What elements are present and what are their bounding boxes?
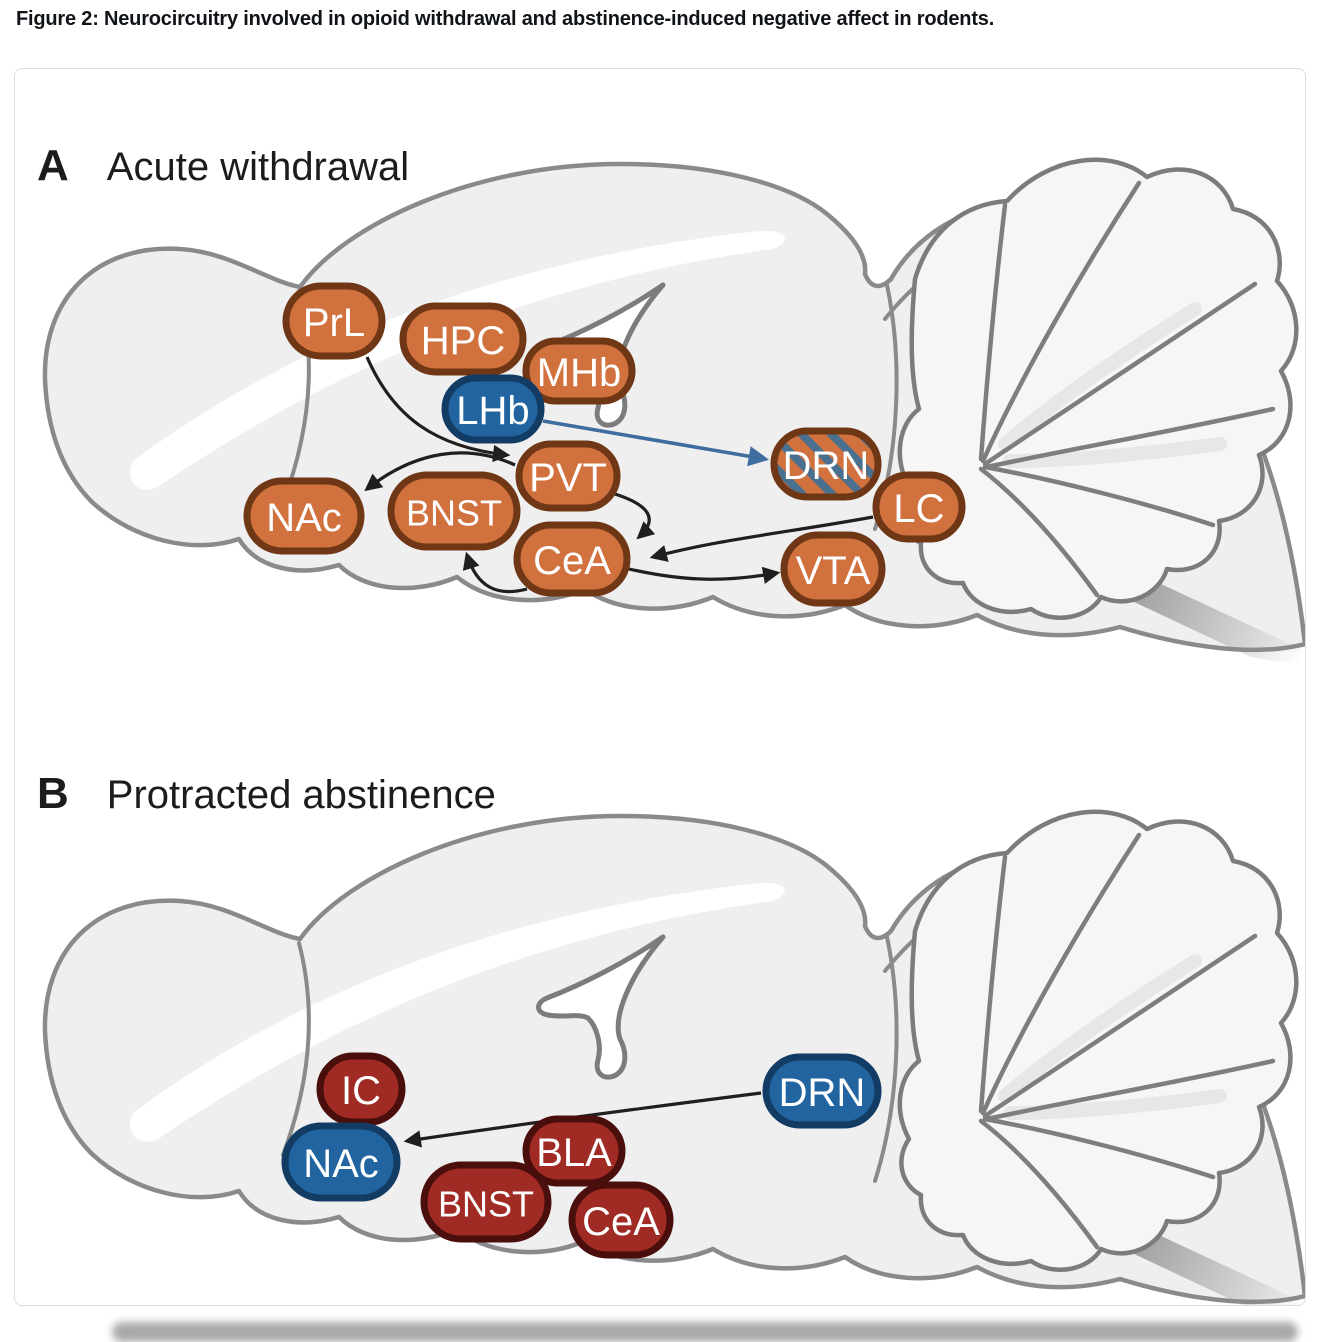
node-pill-drn-b: DRN (762, 1053, 882, 1129)
node-label-lhb: LHb (456, 389, 529, 433)
figure-caption: Figure 2: Neurocircuitry involved in opi… (16, 8, 995, 30)
node-label-bla: BLA (536, 1131, 612, 1175)
node-pill-cea-a: CeA (513, 521, 631, 597)
panel-a-letter: A (37, 141, 69, 190)
arrow-prl-pvt (365, 356, 511, 463)
node-pill-bnst-a: BNST (387, 471, 521, 551)
brain-illustration-b (45, 812, 1305, 1306)
panel-b-nodes: IC BLA BNST CeA NAc DRN (281, 1052, 882, 1259)
panel-b-title: Protracted abstinence (106, 773, 496, 817)
node-pill-mhb: MHb (522, 337, 636, 405)
node-label-cea-b: CeA (582, 1200, 660, 1244)
panel-a-header: A Acute withdrawal (37, 141, 409, 191)
node-label-drn-a: DRN (783, 444, 870, 488)
node-label-hpc: HPC (421, 319, 505, 363)
arrow-lhb-drn (542, 419, 770, 467)
node-label-cea-a: CeA (533, 539, 611, 583)
node-pill-cea-b: CeA (568, 1181, 674, 1259)
panel-a-title: Acute withdrawal (106, 145, 410, 189)
arrow-cea-vta (628, 566, 781, 584)
node-pill-bnst-b: BNST (420, 1161, 552, 1243)
node-label-drn-b: DRN (779, 1071, 866, 1115)
node-label-vta: VTA (796, 549, 871, 593)
arrow-pvt-cea (614, 492, 656, 540)
node-pill-ic: IC (316, 1052, 406, 1126)
node-pill-pvt: PVT (515, 440, 621, 512)
node-pill-bla: BLA (522, 1115, 626, 1187)
panel-b-letter: B (37, 769, 69, 818)
node-pill-nac-a: NAc (243, 477, 365, 555)
figure-panel: A Acute withdrawal (14, 68, 1306, 1306)
panel-a-brain-diagram: PrL HPC MHb LHb PVT NAc (15, 69, 1305, 729)
panel-b-header: B Protracted abstinence (37, 769, 496, 819)
node-pill-hpc: HPC (399, 302, 527, 376)
node-label-prl: PrL (303, 301, 365, 345)
brain-illustration-a (45, 160, 1305, 665)
node-pill-drn-a: DRN (770, 427, 882, 501)
node-label-bnst-b: BNST (438, 1184, 534, 1225)
node-label-mhb: MHb (537, 351, 621, 395)
node-label-lc: LC (893, 487, 944, 531)
arrow-pvt-nac (364, 451, 516, 492)
node-pill-nac-b: NAc (281, 1122, 401, 1202)
node-pill-vta: VTA (780, 531, 886, 607)
node-label-nac-a: NAc (266, 496, 342, 540)
panel-a-connections (364, 356, 874, 594)
next-image-edge (112, 1322, 1298, 1342)
node-label-bnst-a: BNST (406, 493, 502, 534)
node-label-pvt: PVT (529, 456, 607, 500)
node-label-nac-b: NAc (303, 1142, 379, 1186)
arrow-cea-bnst (462, 551, 528, 594)
arrow-lc-cea (649, 515, 874, 562)
node-pill-lc: LC (872, 471, 966, 543)
node-pill-lhb: LHb (441, 374, 545, 444)
panel-a-nodes: PrL HPC MHb LHb PVT NAc (243, 282, 966, 607)
panel-b-brain-diagram: IC BLA BNST CeA NAc DRN (15, 761, 1305, 1306)
node-label-ic: IC (341, 1069, 381, 1113)
node-pill-prl: PrL (282, 282, 386, 360)
